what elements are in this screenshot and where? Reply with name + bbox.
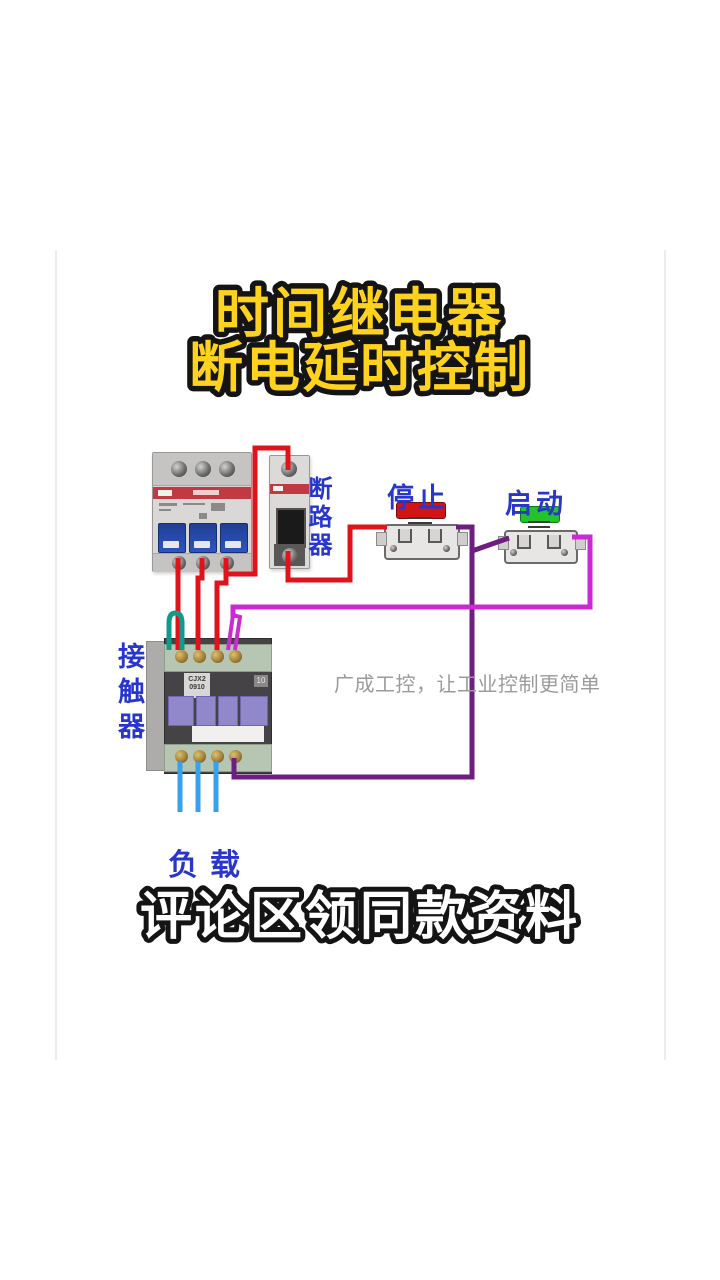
breaker-toggle-2	[189, 523, 217, 553]
breaker-brand-band	[153, 487, 251, 499]
terminal-screw	[171, 461, 187, 477]
breaker-toggle-1	[158, 523, 186, 553]
terminal-screw	[195, 461, 211, 477]
terminal-screw	[229, 750, 242, 763]
contactor-contact-cover	[168, 696, 194, 726]
terminal-screw	[510, 549, 517, 556]
terminal-screw	[390, 545, 397, 552]
stop-button-body	[384, 524, 460, 560]
stop-label: 停止	[387, 483, 449, 513]
breaker-toggle-3	[220, 523, 248, 553]
terminal-screw	[175, 750, 188, 763]
frame-edge-left	[55, 250, 57, 1060]
terminal-screw	[193, 650, 206, 663]
contactor-label: 接触器	[114, 642, 144, 747]
terminal-screw	[211, 750, 224, 763]
terminal-screw	[443, 545, 450, 552]
footer-text: 评论区领同款资料	[140, 888, 580, 946]
button-flange	[457, 532, 468, 546]
start-button-body	[504, 530, 578, 564]
terminal-screw	[281, 461, 297, 477]
start-button-spring	[528, 521, 550, 531]
stop-button-spring	[408, 517, 432, 527]
contactor: CJX2 0910 10	[146, 638, 272, 774]
breaker-rating-markings	[153, 499, 251, 523]
terminal-screw	[229, 650, 242, 663]
button-contact	[398, 529, 412, 543]
contactor-side-panel	[146, 641, 166, 771]
contactor-white-strip	[192, 726, 264, 742]
breaker-top-terminal-block	[153, 453, 251, 486]
terminal-screw	[172, 556, 186, 570]
load-label: 负载	[168, 849, 252, 882]
contactor-model-label: CJX2 0910	[184, 673, 210, 698]
button-contact	[547, 535, 561, 549]
contactor-contact-cover	[240, 696, 268, 726]
contactor-contact-cover	[218, 696, 238, 726]
terminal-screw	[561, 549, 568, 556]
breaker-bottom-terminal-block	[153, 553, 251, 572]
contactor-contact-cover	[196, 696, 216, 726]
contactor-aux-label: 10	[254, 675, 268, 687]
terminal-screw	[175, 650, 188, 663]
title-line-2: 断电延时控制	[189, 338, 531, 398]
button-flange	[376, 532, 387, 546]
breaker-1p-label: 断路器	[304, 476, 331, 560]
terminal-screw	[196, 556, 210, 570]
button-flange	[575, 536, 586, 550]
circuit-breaker-3pole	[152, 452, 252, 572]
button-contact	[428, 529, 442, 543]
frame-edge-right	[664, 250, 666, 1060]
footer: 评论区领同款资料	[135, 883, 582, 951]
title-line-1: 时间继电器	[215, 284, 505, 344]
terminal-screw	[220, 556, 234, 570]
terminal-screw	[219, 461, 235, 477]
title: 时间继电器 断电延时控制	[184, 279, 534, 404]
watermark: 广成工控，让工业控制更简单	[334, 674, 601, 696]
start-label: 启动	[505, 489, 567, 519]
terminal-screw	[193, 750, 206, 763]
button-flange	[498, 536, 509, 550]
terminal-screw	[282, 548, 298, 564]
button-contact	[517, 535, 531, 549]
terminal-screw	[211, 650, 224, 663]
